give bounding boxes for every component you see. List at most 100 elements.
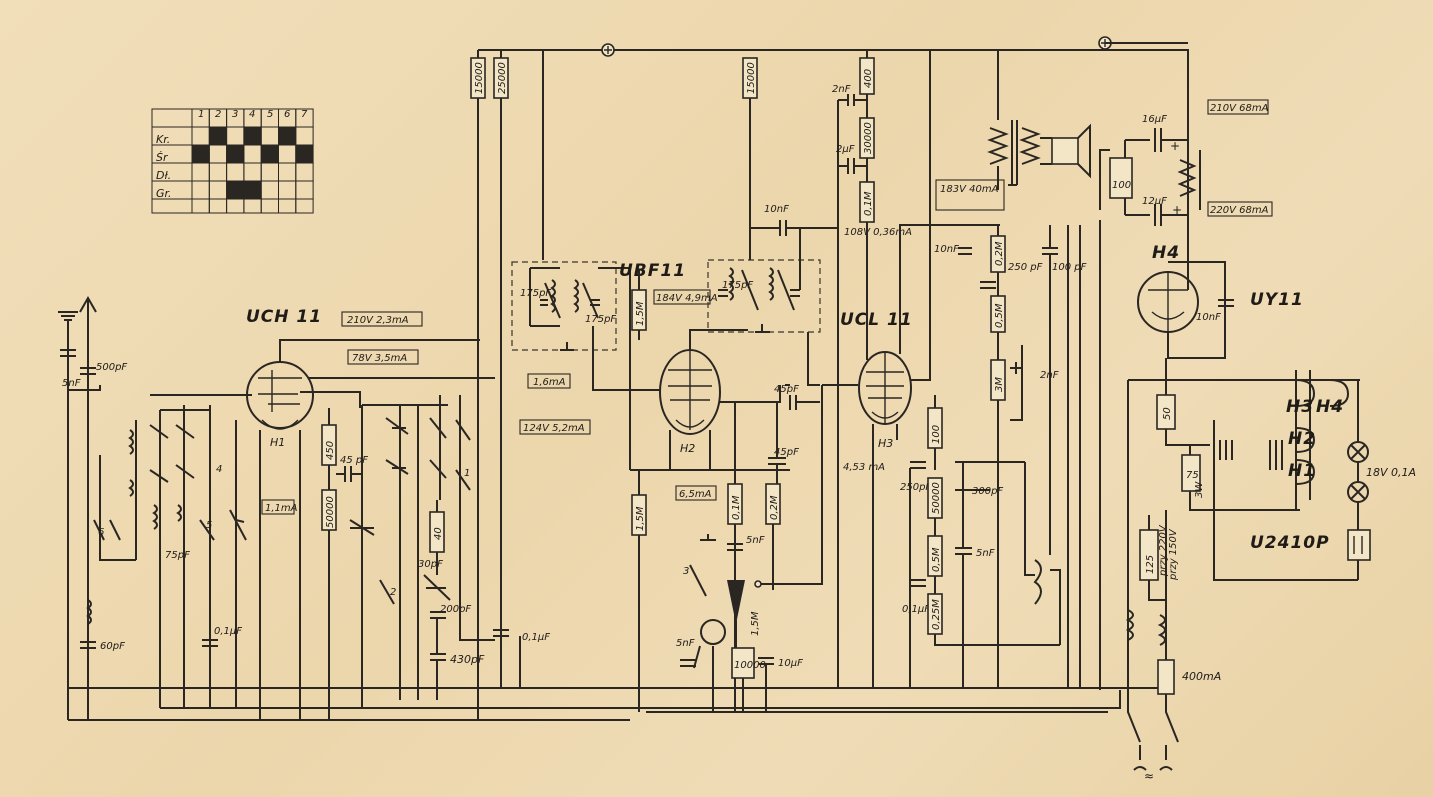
- power-rails: [68, 36, 1360, 721]
- table-cell: [191, 162, 210, 182]
- table-blank-cell: [208, 198, 228, 214]
- screen-resistors: 15000 25000 0,1μF: [470, 50, 550, 720]
- tube-uy11: 16μF + 210V 68mA 100 12μF + 220V 68mA H4…: [1067, 95, 1303, 690]
- switch-position-table: 1 2 3 4 5 6 7 Kr. Śr Dł. Gr.: [151, 108, 314, 214]
- table-row-sr: Śr: [156, 151, 169, 164]
- tube-uch11: UCH 11 H1 210V 2,3mA 78V 3,5mA 1,6mA 124…: [150, 307, 591, 720]
- label-u2410p: U2410P: [1250, 533, 1330, 553]
- label-c500: 500pF: [96, 362, 127, 373]
- label-fuse: 400mA: [1182, 670, 1221, 683]
- label-r15mb: 1,5M: [635, 506, 646, 531]
- label-c5nc: 5nF: [676, 638, 695, 649]
- label-r125: 125: [1145, 555, 1156, 574]
- label-r15ma: 1,5M: [635, 301, 646, 326]
- if-transformer-2: 175pF 15000 10nF: [707, 57, 838, 386]
- reading-r8: 183V 40mA: [940, 184, 999, 195]
- label-r01ma: 0,1M: [731, 495, 742, 520]
- label-v220: przy 220V: [1158, 524, 1169, 577]
- label-c175a: 175pF: [520, 288, 551, 299]
- label-r50: 50: [1162, 407, 1173, 420]
- switch-label-1: 1: [464, 468, 470, 479]
- label-c2nc: 2nF: [1040, 370, 1059, 381]
- label-c10nc: 10nF: [1196, 312, 1221, 323]
- label-r30k: 30000: [863, 122, 874, 154]
- label-r10k: 10000: [734, 660, 766, 671]
- label-c430: 430pF: [450, 653, 485, 666]
- label-r05m: 0,5M: [994, 303, 1005, 328]
- table-cell: [208, 144, 228, 164]
- table-blank-cell: [295, 198, 314, 214]
- label-c5n: 5nF: [62, 378, 81, 389]
- table-cell: [260, 162, 280, 182]
- table-row-gr: Gr.: [156, 187, 172, 200]
- label-c45a: 45 pF: [340, 455, 368, 466]
- table-cell-closed: [260, 144, 280, 164]
- reading-r4: 124V 5,2mA: [523, 423, 585, 434]
- table-blank-cell: [191, 198, 210, 214]
- reading-r9a: 108V 0,36mA: [844, 227, 912, 238]
- table-cell-closed: [191, 144, 210, 164]
- label-r100b: 100: [1112, 180, 1131, 191]
- label-c5nb: 5nF: [746, 535, 765, 546]
- table-blank-cell: [278, 198, 297, 214]
- label-r450: 450: [325, 441, 336, 460]
- tube-ucl11: UCL 11 400 2nF 30000 0,1M 2μF 108V 0,36m…: [822, 50, 1060, 688]
- label-r02ma: 0,2M: [769, 495, 780, 520]
- label-r400: 400: [863, 69, 874, 88]
- table-cell: [295, 180, 314, 200]
- label-r40: 40: [433, 527, 444, 540]
- label-c5nd: 5nF: [976, 548, 995, 559]
- table-cell: [295, 162, 314, 182]
- label-l3w: 3W: [1194, 481, 1205, 498]
- reading-r7: 1,1mA: [265, 503, 298, 514]
- label-uch11: UCH 11: [246, 307, 322, 327]
- label-h4b: H4: [1316, 397, 1344, 417]
- label-r15ka: 15000: [474, 62, 485, 94]
- table-col-4: 4: [249, 109, 255, 120]
- table-cell-closed: [278, 126, 297, 146]
- label-c01c: 0,1μF: [902, 604, 930, 615]
- table-col-3: 3: [232, 109, 238, 120]
- table-cell: [226, 162, 245, 182]
- label-h1: H1: [270, 436, 285, 449]
- label-lamp: 18V 0,1A: [1366, 466, 1416, 479]
- switch-label-2: 2: [390, 587, 396, 598]
- reading-r6: 6,5mA: [679, 489, 712, 500]
- plus-sign-1: +: [1170, 139, 1180, 153]
- table-cell: [226, 126, 245, 146]
- detector-section: 45pF 45pF 1,5M 0,1M 0,2M 5nF 1,5M 3 5nF …: [631, 384, 823, 712]
- table-label-cell: [151, 108, 193, 128]
- tube-ubf11: UBF11 1,5M 184V 4,9mA H2 6,5mA: [619, 261, 790, 712]
- label-c250a: 250 pF: [1008, 262, 1043, 273]
- label-r15kb: 15000: [746, 62, 757, 94]
- label-r02mb: 0,2M: [994, 241, 1005, 266]
- label-c10na: 10nF: [764, 204, 789, 215]
- table-cell: [260, 180, 280, 200]
- table-row-kr: Kr.: [156, 133, 170, 146]
- label-r15mc: 1,5M: [750, 611, 761, 636]
- label-c30: 30pF: [418, 559, 443, 570]
- table-cell-closed: [243, 180, 262, 200]
- label-r025m: 0,25M: [931, 599, 942, 630]
- plus-sign-2: +: [1172, 203, 1182, 217]
- label-c100: 100 pF: [1052, 262, 1087, 273]
- table-col-6: 6: [284, 109, 290, 120]
- reading-r3: 1,6mA: [533, 377, 566, 388]
- reading-r11: 210V 68mA: [1210, 103, 1269, 114]
- switch-label-6: 6: [98, 527, 104, 538]
- label-h2: H2: [680, 442, 695, 455]
- label-r100: 100: [931, 425, 942, 444]
- table-cell-closed: [226, 144, 245, 164]
- label-r25k: 25000: [497, 62, 508, 94]
- reading-r10: 4,53 mA: [843, 462, 885, 473]
- table-cell-closed: [243, 126, 262, 146]
- label-ubf11: UBF11: [619, 261, 686, 281]
- table-cell: [191, 180, 210, 200]
- label-c01b: 0,1μF: [522, 632, 550, 643]
- label-h4: H4: [1152, 243, 1180, 263]
- table-cell: [278, 162, 297, 182]
- table-cell: [243, 144, 262, 164]
- table-cell-closed: [295, 144, 314, 164]
- reading-r5: 184V 4,9mA: [656, 293, 718, 304]
